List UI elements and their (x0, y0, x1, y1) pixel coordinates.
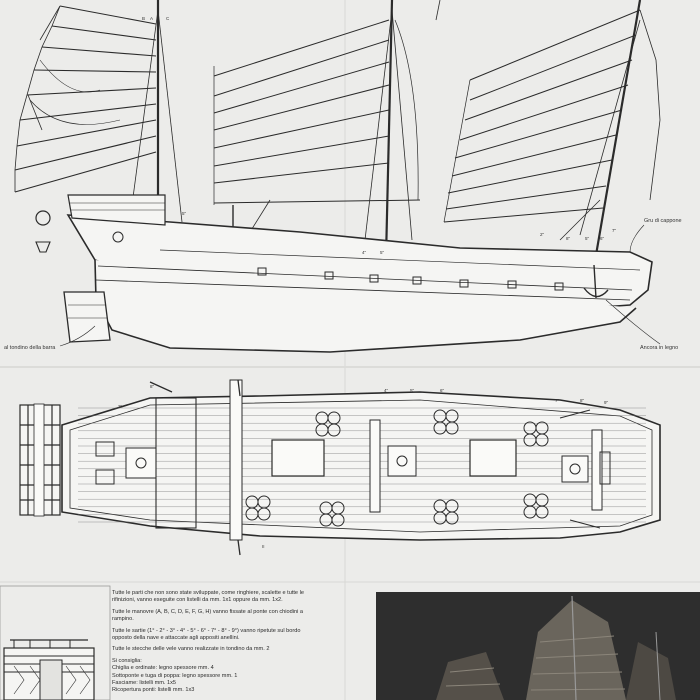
station-mark: 5" (585, 236, 590, 241)
fore-mast-base (135, 457, 147, 469)
mast-step (387, 445, 417, 477)
main-mast (384, 0, 394, 259)
stern-castle-detail (0, 585, 111, 700)
deck-plan-drawing (19, 391, 661, 541)
note-sail-battens: Tutte le stecche delle vele vanno realiz… (112, 646, 270, 653)
anchor-label: Ancora in legno (640, 345, 678, 351)
hull (35, 194, 653, 353)
station-mark: 7" (555, 398, 560, 403)
station-mark: C (166, 16, 170, 21)
station-mark: 2" (118, 404, 123, 409)
station-mark: 8" (566, 236, 571, 241)
deck-planking (78, 407, 646, 523)
advice-subdeck: Sottoponte e tuga di poppa: legno spesso… (112, 672, 238, 679)
plan-labels: 8" 2" 4" 5" 6" 7" 8" 9" II (118, 384, 609, 549)
station-mark: B (142, 16, 145, 21)
station-mark: A (150, 16, 153, 21)
station-mark: 4" (362, 250, 367, 255)
station-mark: 4" (384, 388, 389, 393)
station-mark: 6" (600, 236, 605, 241)
note-shrouds: Tutte le sartie (1° - 2° - 3° - 4° - 5° … (112, 627, 301, 642)
side-profile-drawing (14, 0, 661, 353)
construction-notes: Tutte le parti che non sono state svilup… (112, 590, 317, 695)
rigging (27, 0, 641, 241)
advice-planking: Fasciame: listelli mm. 1x5 (112, 680, 177, 687)
winch (523, 421, 549, 447)
station-mark: 8" (150, 384, 155, 389)
winch (523, 493, 549, 519)
hatch (469, 439, 517, 477)
deck-outline (61, 391, 661, 541)
winch (433, 499, 459, 525)
winch (433, 409, 459, 435)
junk-model-photo (376, 592, 700, 700)
model-photo (376, 592, 700, 700)
main-sail (213, 19, 421, 205)
fore-sail (14, 5, 157, 193)
station-mark: 8" (580, 398, 585, 403)
note-running-rigging: Tutte le manovre (A, B, C, D, E, F, G, H… (112, 608, 303, 623)
advice-keel: Chiglia e ordinate: legno spessore mm. 4 (112, 665, 214, 672)
station-mark: 5" (182, 211, 187, 216)
main-mast-base (396, 455, 408, 467)
advice-heading: Si consiglia: (112, 657, 142, 664)
mizzen-sail (443, 9, 661, 223)
tiller-rope-label: al tondino della barra (4, 345, 56, 351)
station-mark: 6" (440, 388, 445, 393)
winch (315, 411, 341, 437)
advice-deck-covering: Ricopertura ponti: listelli mm. 1x3 (112, 687, 195, 694)
winch (319, 501, 345, 527)
profile-labels: A B C 5" 5" 4" 2" 8" 5" 6" 7" al tondino… (4, 16, 682, 351)
mizzen-mast-base (569, 463, 581, 475)
station-mark: 5" (380, 250, 385, 255)
station-mark: 2" (540, 232, 545, 237)
stern-gallery (19, 403, 61, 517)
station-mark: 5" (410, 388, 415, 393)
station-mark: 9" (604, 400, 609, 405)
note-rigging-parts: Tutte le parti che non sono state svilup… (112, 590, 304, 604)
station-mark: II (262, 544, 265, 549)
hatch (271, 439, 325, 477)
station-mark: 7" (612, 228, 617, 233)
winch (245, 495, 271, 521)
sheave-block-label: Gru di cappone (644, 218, 682, 224)
mizzen-mast (594, 0, 642, 256)
